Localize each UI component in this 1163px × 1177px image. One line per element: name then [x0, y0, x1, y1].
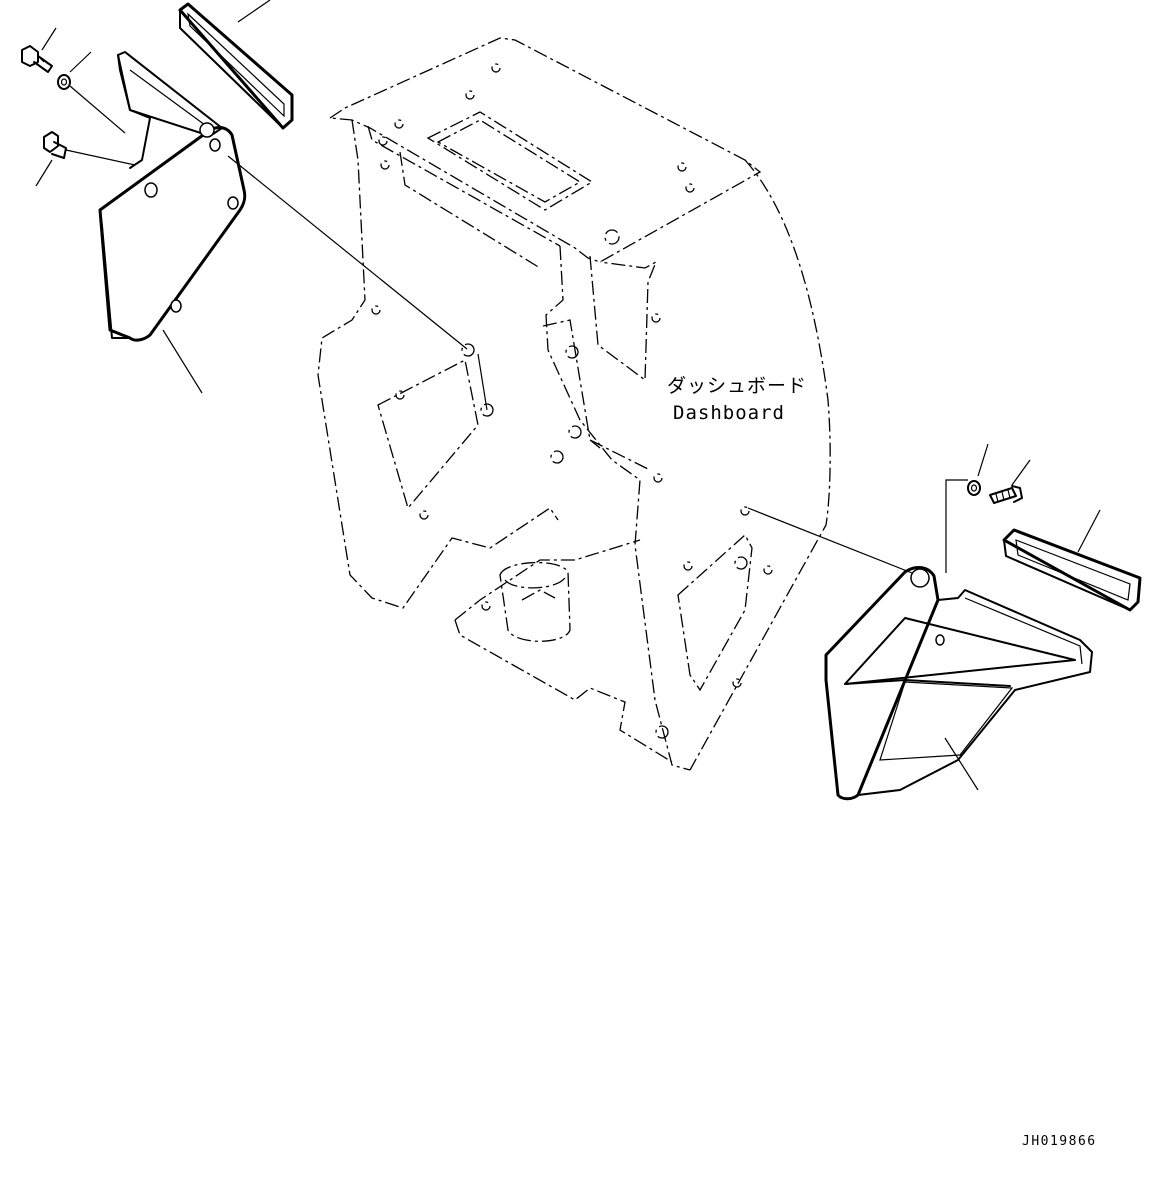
left-bolt	[21, 27, 57, 73]
drawing-number: JH019866	[1022, 1134, 1097, 1149]
left-leader-line-2	[477, 353, 488, 411]
right-leader-line	[747, 507, 913, 574]
left-washer	[57, 51, 92, 90]
left-seal	[178, 0, 294, 130]
right-cover	[824, 566, 1093, 801]
left-clip	[35, 131, 136, 187]
dashboard-label-japanese: ダッシュボード	[667, 375, 807, 397]
right-seal	[1002, 509, 1142, 612]
right-bolt	[989, 459, 1031, 504]
left-cover	[69, 51, 247, 394]
dashboard-label-english: Dashboard	[673, 402, 785, 424]
right-leader-bracket	[945, 479, 968, 573]
right-washer	[967, 443, 989, 496]
left-leader-line	[227, 155, 468, 350]
dashboard-panel	[317, 37, 831, 771]
